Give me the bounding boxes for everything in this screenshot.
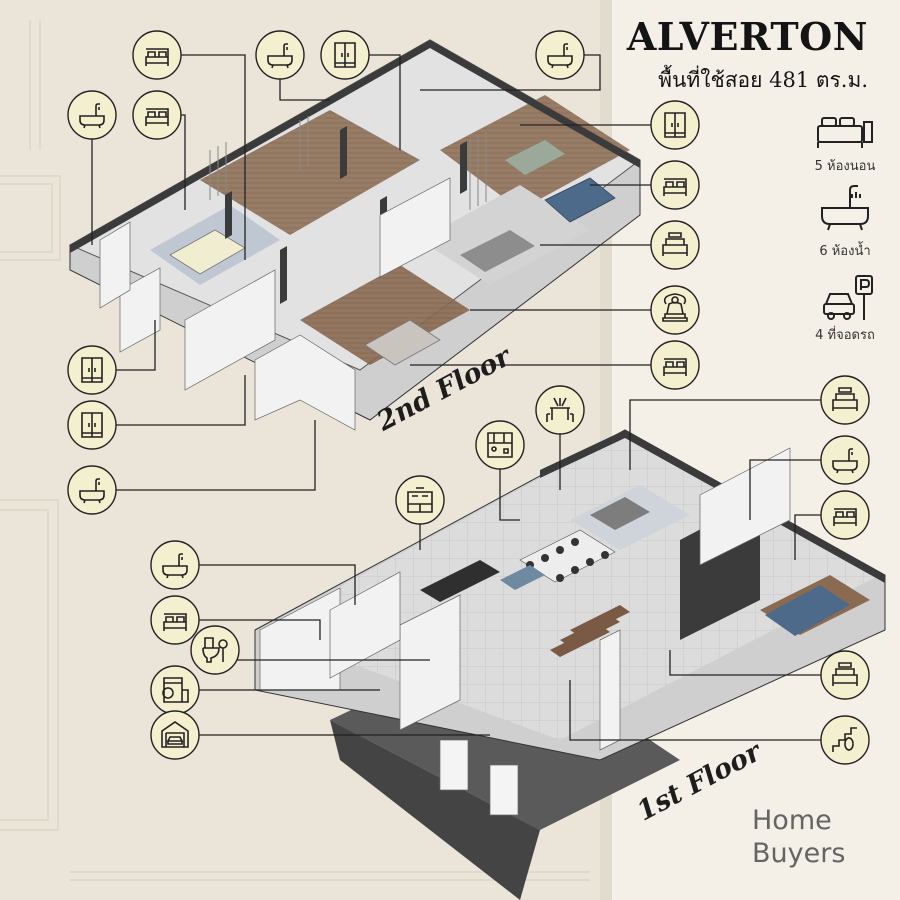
callout-bubble (650, 220, 700, 270)
wardrobe-icon (334, 42, 356, 68)
sofa-icon (832, 387, 858, 411)
callout-bubble (67, 465, 117, 515)
bed-icon (145, 108, 169, 126)
callout-bubble (650, 160, 700, 210)
bed-icon (833, 508, 857, 526)
logo-line-2: Buyers (752, 838, 846, 869)
bathtub-icon (79, 478, 105, 504)
callout-bubble (320, 30, 370, 80)
dining-table-icon (546, 397, 574, 422)
stat-bathtub-icon (821, 185, 869, 231)
callout-bubble (820, 715, 870, 765)
bed-icon (163, 613, 187, 631)
callout-bubble (820, 650, 870, 700)
first-floor-plan (254, 429, 886, 900)
kitchen-icon (487, 432, 513, 458)
bed-icon (663, 358, 687, 376)
callout-bubble (255, 30, 305, 80)
wardrobe-icon (81, 357, 103, 383)
callout-bubble (150, 595, 200, 645)
callout-bubble (650, 340, 700, 390)
second-floor-plan (68, 39, 641, 431)
bathtub-icon (79, 103, 105, 129)
bathtub-icon (162, 553, 188, 579)
garage-icon (161, 721, 189, 748)
home-buyers-logo: Home Buyers (752, 804, 845, 870)
callout-bubble (535, 385, 585, 435)
callout-bubble (650, 285, 700, 335)
logo-line-1: Home (752, 805, 832, 836)
bed-icon (663, 178, 687, 196)
callout-bubble (475, 420, 525, 470)
page-title: ALVERTON (626, 14, 868, 59)
buddha-shrine-icon (662, 293, 688, 322)
callout-bubble (820, 435, 870, 485)
callout-bubble (67, 345, 117, 395)
callout-bubble (150, 710, 200, 760)
sofa-icon (832, 662, 858, 686)
callout-bubble (150, 665, 200, 715)
wardrobe-icon (664, 112, 686, 138)
bathtub-icon (832, 448, 858, 474)
callout-bubble (820, 490, 870, 540)
stat-car-parking-icon (823, 275, 873, 320)
pantry-icon (407, 487, 433, 513)
bathtub-icon (267, 43, 293, 69)
callout-bubble (67, 90, 117, 140)
callout-bubble (67, 400, 117, 450)
callout-bubble (132, 90, 182, 140)
bedroom-count-label: 5 ห้องนอน (814, 159, 876, 174)
stat-bed-icon (817, 117, 873, 148)
laundry-icon (162, 677, 189, 703)
bathroom-count-label: 6 ห้องน้ำ (819, 244, 871, 259)
callout-bubble (395, 475, 445, 525)
toilet-icon (202, 637, 228, 663)
callout-bubble (132, 30, 182, 80)
bed-icon (145, 48, 169, 66)
bathtub-icon (547, 43, 573, 69)
usable-area-subtitle: พื้นที่ใช้สอย 481 ตร.ม. (658, 68, 868, 92)
callout-bubble (535, 30, 585, 80)
callout-bubble (650, 100, 700, 150)
parking-count-label: 4 ที่จอดรถ (815, 328, 875, 343)
stairs-icon (832, 727, 857, 752)
callout-bubble (150, 540, 200, 590)
sofa-icon (662, 232, 688, 256)
wardrobe-icon (81, 412, 103, 438)
callout-bubble (820, 375, 870, 425)
callout-leader-lines (91, 54, 845, 741)
callout-bubble (190, 625, 240, 675)
